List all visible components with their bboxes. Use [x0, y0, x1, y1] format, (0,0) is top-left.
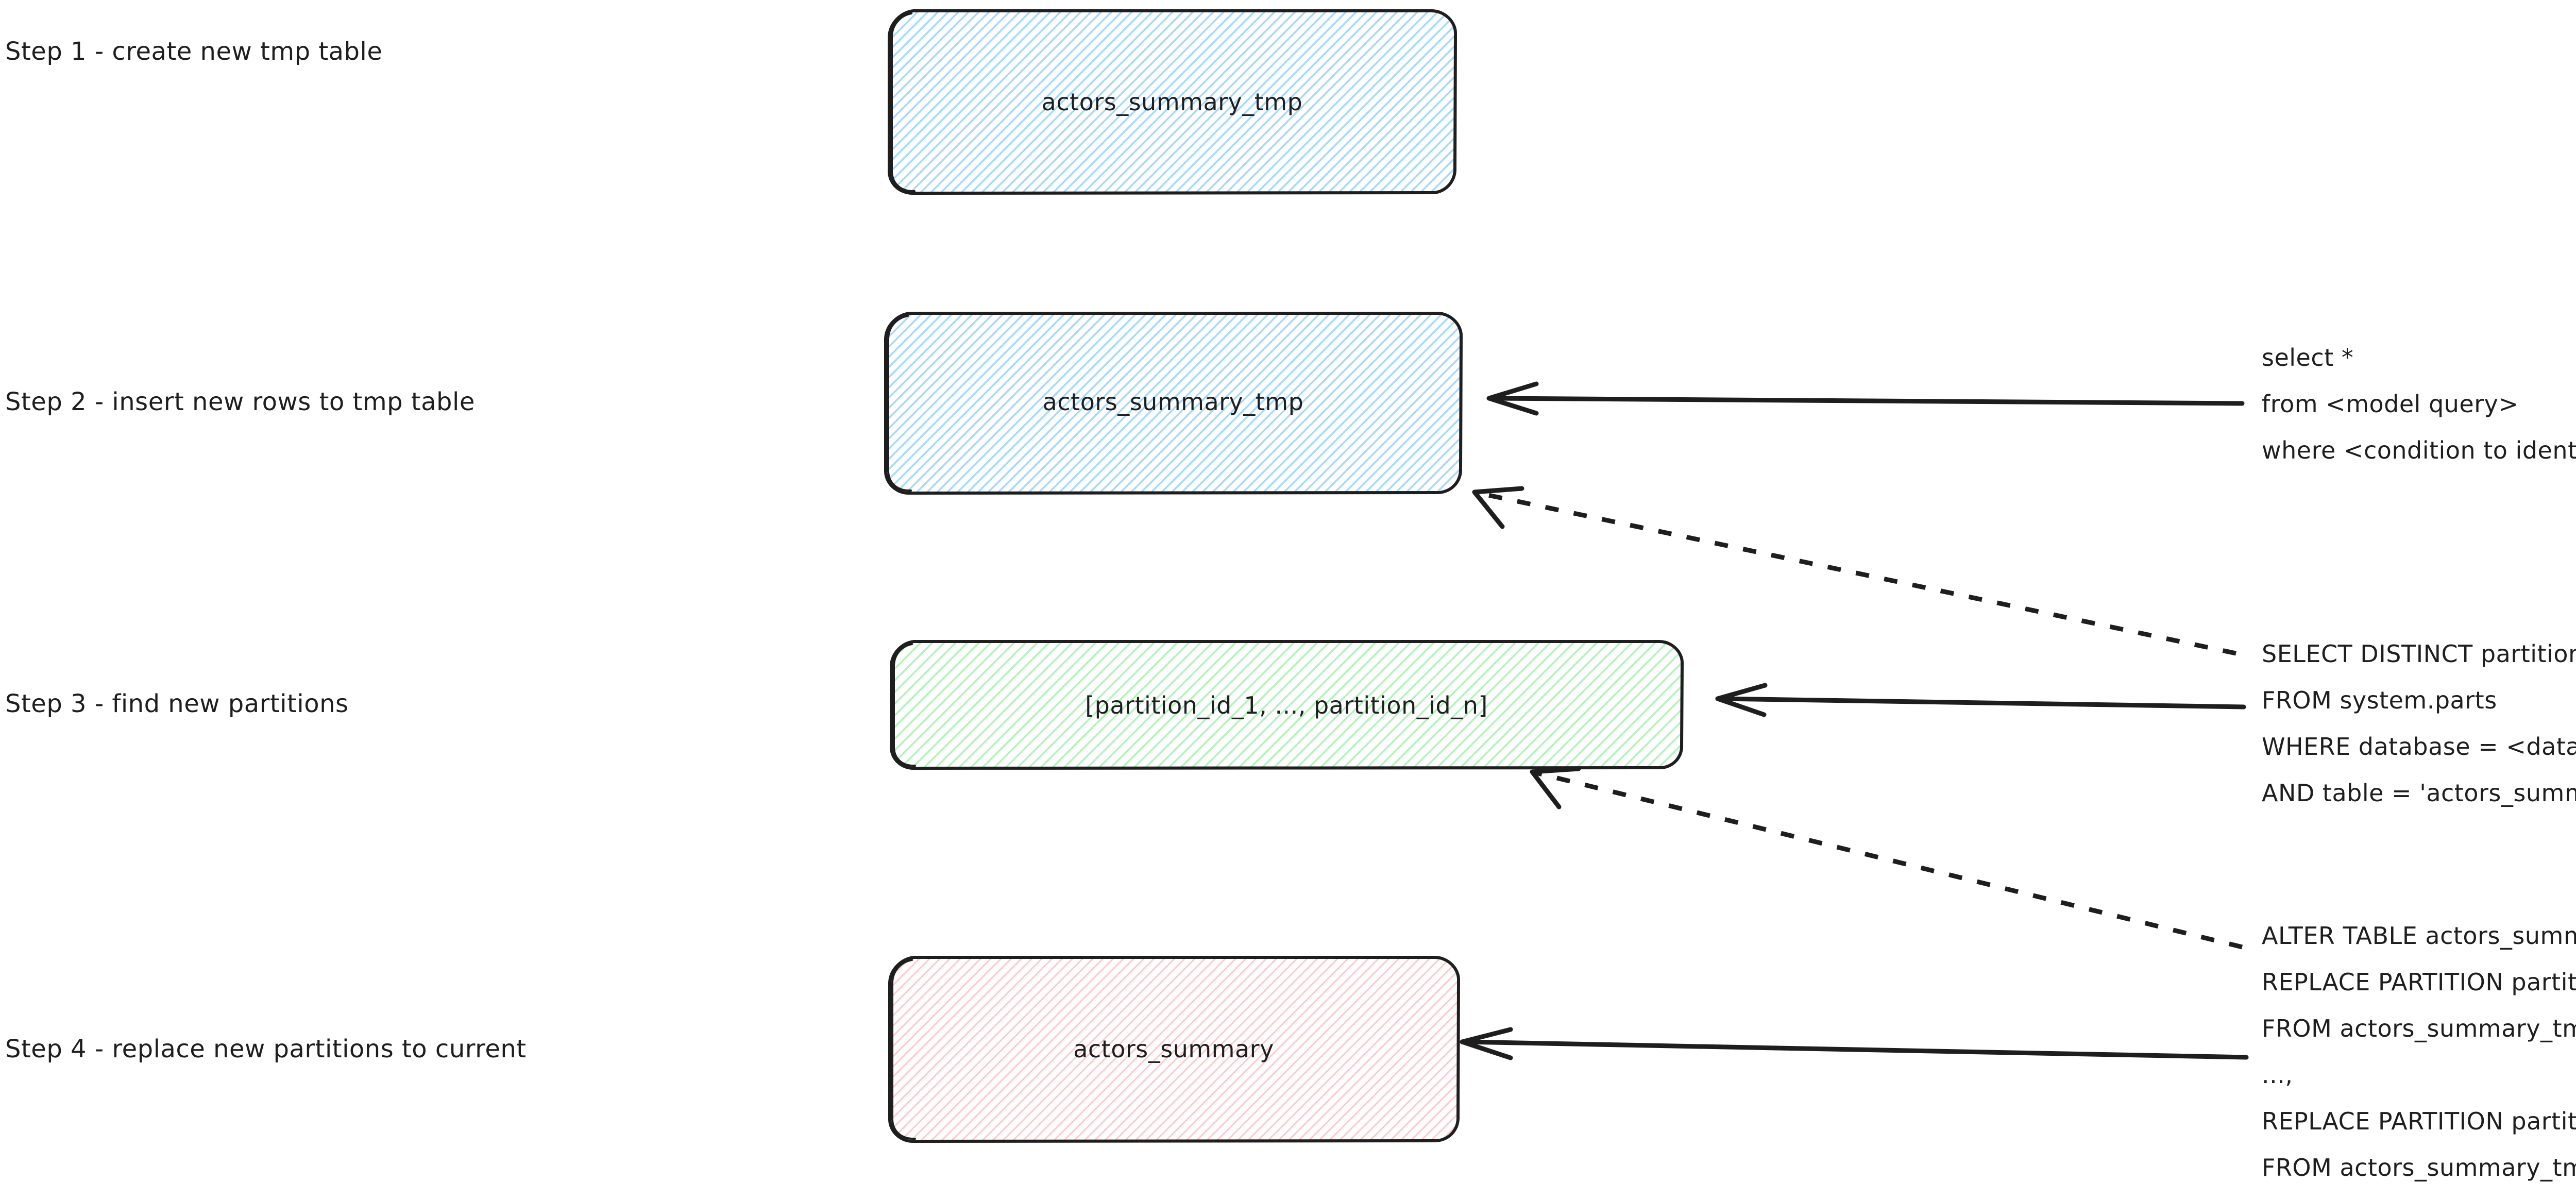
node-label: actors_summary_tmp — [1042, 88, 1303, 116]
node-label: actors_summary — [1073, 1035, 1274, 1063]
connector-replace-query-to-partitions-list — [1530, 766, 2243, 950]
node-partitions-list[interactable]: [partition_id_1, ..., partition_id_n] — [889, 639, 1684, 770]
step-3-label: Step 3 - find new partitions — [5, 689, 349, 718]
code-block-find-partitions-query: SELECT DISTINCT partition_id FROM system… — [2262, 640, 2576, 807]
node-tmp-table-step1[interactable]: actors_summary_tmp — [887, 9, 1458, 195]
node-outline-sketch — [893, 643, 916, 767]
node-outline — [889, 639, 1684, 770]
node-outline-sketch — [887, 315, 912, 492]
step-4-label: Step 4 - replace new partitions to curre… — [5, 1035, 527, 1063]
node-label: actors_summary_tmp — [1043, 388, 1304, 416]
node-outline-sketch — [891, 959, 916, 1140]
node-fill — [889, 957, 1459, 1141]
node-outline-sketch — [891, 12, 916, 193]
node-outline — [888, 955, 1461, 1143]
connector-replace-query-to-actors-summary — [1460, 1027, 2249, 1060]
node-outline — [884, 311, 1463, 495]
code-line: FROM actors_summary_tmp, — [2262, 1015, 2576, 1042]
connector-insert-query-to-tmp-table — [1486, 381, 2245, 416]
code-line: AND table = 'actors_summary_tmp' — [2262, 779, 2576, 807]
node-fill — [885, 313, 1461, 493]
step-1-label: Step 1 - create new tmp table — [5, 37, 382, 66]
code-line: FROM system.parts — [2262, 686, 2497, 714]
code-line: REPLACE PARTITION partition_id_n — [2262, 1107, 2576, 1135]
node-fill — [891, 641, 1682, 769]
code-line: where <condition to identify new> — [2262, 436, 2576, 464]
node-fill — [889, 10, 1455, 193]
code-line: WHERE database = <database> — [2262, 733, 2576, 761]
code-line: REPLACE PARTITION partition_id_1 — [2262, 968, 2576, 996]
code-line: ALTER TABLE actors_summary — [2262, 922, 2576, 950]
connector-find-partitions-query-to-partitions-list — [1715, 683, 2246, 717]
node-outline — [887, 9, 1458, 195]
code-block-insert-query: select * from <model query> where <condi… — [2262, 344, 2576, 464]
node-tmp-table-step2[interactable]: actors_summary_tmp — [884, 311, 1463, 495]
code-line: select * — [2262, 344, 2353, 371]
code-line: SELECT DISTINCT partition_id — [2262, 640, 2576, 668]
connector-find-partitions-query-to-tmp-table — [1472, 486, 2236, 656]
code-block-replace-partitions-query: ALTER TABLE actors_summary REPLACE PARTI… — [2262, 922, 2576, 1181]
code-line: FROM actors_summary_tmp, — [2262, 1154, 2576, 1181]
code-line: from <model query> — [2262, 390, 2518, 418]
node-actors-summary[interactable]: actors_summary — [888, 955, 1461, 1143]
step-2-label: Step 2 - insert new rows to tmp table — [5, 387, 475, 416]
node-label: [partition_id_1, ..., partition_id_n] — [1085, 691, 1488, 719]
code-line: ..., — [2262, 1061, 2293, 1089]
